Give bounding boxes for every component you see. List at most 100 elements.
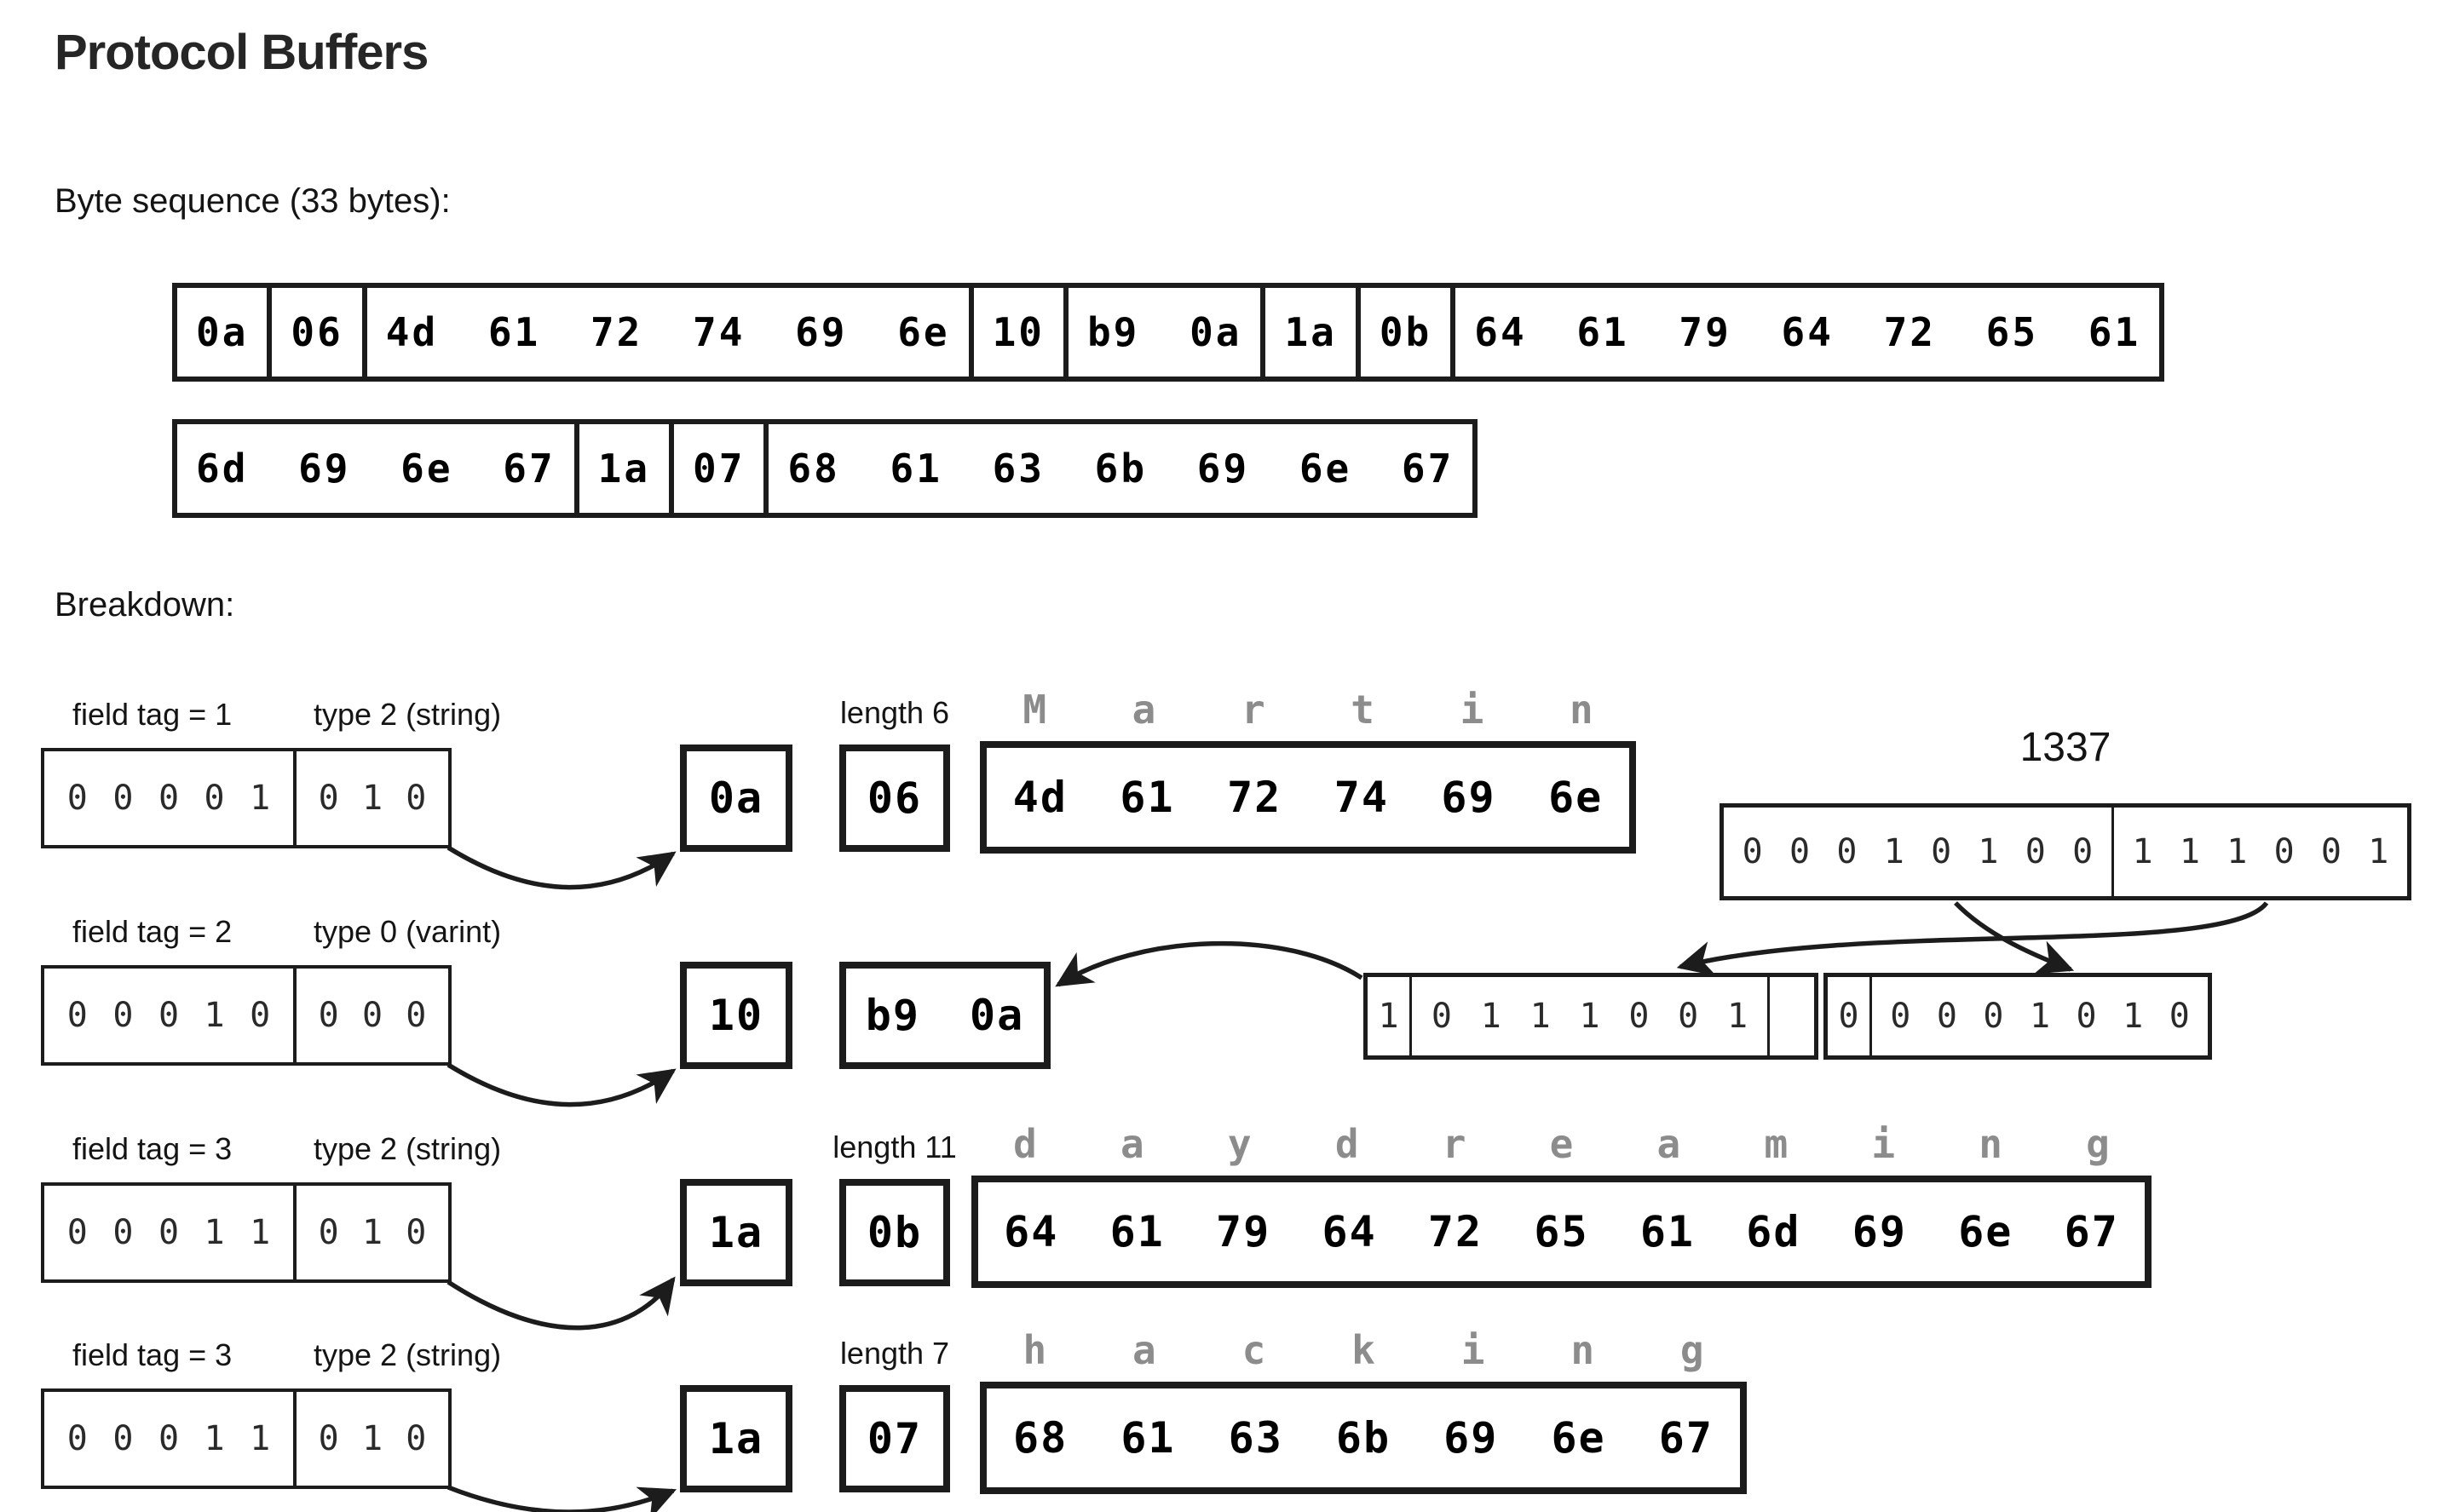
bit: 0 xyxy=(1983,997,2004,1036)
bit: 0 xyxy=(1431,997,1452,1036)
decoded-char: g xyxy=(2086,1121,2110,1167)
data-byte: 69 xyxy=(1852,1207,1907,1256)
row3-type-label: type 2 (string) xyxy=(314,1131,502,1166)
byte-group-cell: 07 xyxy=(674,424,769,513)
data-byte: 6e xyxy=(1548,773,1604,822)
row1-field-tag-label: field tag = 1 xyxy=(72,697,233,732)
bit: 1 xyxy=(204,1213,225,1252)
byte-group-cell: 06 xyxy=(272,288,367,377)
bit: 0 xyxy=(112,779,134,818)
data-byte: 69 xyxy=(1441,773,1496,822)
page-title: Protocol Buffers xyxy=(55,25,429,80)
bit: 0 xyxy=(204,779,225,818)
bit: 0 xyxy=(2025,832,2046,871)
bit: 0 xyxy=(361,996,383,1035)
data-byte: 79 xyxy=(1216,1207,1271,1256)
bit: 0 xyxy=(318,779,339,818)
decoded-char: d xyxy=(1013,1121,1037,1167)
data-byte: 69 xyxy=(1443,1413,1499,1463)
data-byte: 68 xyxy=(1013,1413,1069,1463)
bit: 1 xyxy=(204,1419,225,1458)
row4-length-label: length 7 xyxy=(839,1336,950,1371)
bit: 0 xyxy=(2320,832,2342,871)
varint-value-label: 1337 xyxy=(2019,725,2111,770)
data-byte: 6e xyxy=(1551,1413,1606,1463)
row2-field-tag-label: field tag = 2 xyxy=(72,914,233,949)
byte-sequence-label: Byte sequence (33 bytes): xyxy=(55,182,451,220)
byte-group-cell: 1a xyxy=(579,424,675,513)
bit: 0 xyxy=(158,1213,180,1252)
arrow-varint-bytes-to-value-box xyxy=(1055,940,1363,987)
row4-type-label: type 2 (string) xyxy=(314,1337,502,1372)
decoded-char: r xyxy=(1442,1121,1466,1167)
data-byte: 61 xyxy=(1120,773,1175,822)
bit: 0 xyxy=(1628,997,1650,1036)
arrow-row4-bits-to-key xyxy=(446,1485,677,1512)
data-byte: 63 xyxy=(1228,1413,1283,1463)
decoded-char: M xyxy=(1022,687,1047,733)
bit: 1 xyxy=(361,1419,383,1458)
data-byte: 61 xyxy=(1109,1207,1165,1256)
bit: 0 xyxy=(250,996,271,1035)
bit: 1 xyxy=(2132,832,2153,871)
bit: 1 xyxy=(2179,832,2200,871)
bit: 0 xyxy=(112,1213,134,1252)
bit: 1 xyxy=(1727,997,1748,1036)
decoded-char: a xyxy=(1656,1121,1681,1167)
varint-byte2-msb: 0 xyxy=(1828,977,1872,1055)
row3-key-byte-box: 1a xyxy=(680,1179,792,1286)
bit: 0 xyxy=(158,1419,180,1458)
row2-key-byte-box: 10 xyxy=(680,962,792,1069)
row2-type-label: type 0 (varint) xyxy=(314,914,502,949)
data-byte: 61 xyxy=(1120,1413,1176,1463)
bit: 0 xyxy=(2076,997,2097,1036)
data-byte: 6e xyxy=(1958,1207,2013,1256)
bit: 0 xyxy=(1789,832,1811,871)
row4-field-tag-label: field tag = 3 xyxy=(72,1337,233,1372)
data-byte: 6b xyxy=(1335,1413,1391,1463)
bit: 1 xyxy=(204,996,225,1035)
bit: 0 xyxy=(1742,832,1763,871)
data-byte: 4d xyxy=(1012,773,1068,822)
arrow-row2-bits-to-key xyxy=(446,1062,677,1107)
bit: 1 xyxy=(1579,997,1600,1036)
bit: 1 xyxy=(1883,832,1904,871)
bit: 0 xyxy=(1678,997,1699,1036)
row3-field-tag-label: field tag = 3 xyxy=(72,1131,233,1166)
data-byte: 6d xyxy=(1746,1207,1801,1256)
row2-value-bytes-box: b9 0a xyxy=(839,962,1051,1069)
decoded-char: r xyxy=(1241,687,1265,733)
byte-group-cell: 0a xyxy=(177,288,273,377)
decoded-char: t xyxy=(1351,687,1374,733)
byte-group-cell: 6d 69 6e 67 xyxy=(177,424,579,513)
bit: 1 xyxy=(2029,997,2051,1036)
bit: 0 xyxy=(1836,832,1858,871)
bit: 0 xyxy=(66,1213,88,1252)
bit: 0 xyxy=(406,1213,427,1252)
bit: 0 xyxy=(1890,997,1911,1036)
bit: 0 xyxy=(158,779,180,818)
bit: 0 xyxy=(158,996,180,1035)
bit: 0 xyxy=(2072,832,2094,871)
byte-group-cell: 64 61 79 64 72 65 61 xyxy=(1474,309,2141,355)
decoded-char: k xyxy=(1351,1327,1375,1373)
bit: 0 xyxy=(66,1419,88,1458)
decoded-char: y xyxy=(1227,1121,1252,1167)
arrow-1337-low-to-byte1 xyxy=(1676,901,2269,976)
decoded-char: i xyxy=(1460,1327,1485,1373)
bit: 1 xyxy=(2226,832,2248,871)
bit: 1 xyxy=(361,779,383,818)
row4-length-byte-box: 07 xyxy=(839,1385,950,1492)
